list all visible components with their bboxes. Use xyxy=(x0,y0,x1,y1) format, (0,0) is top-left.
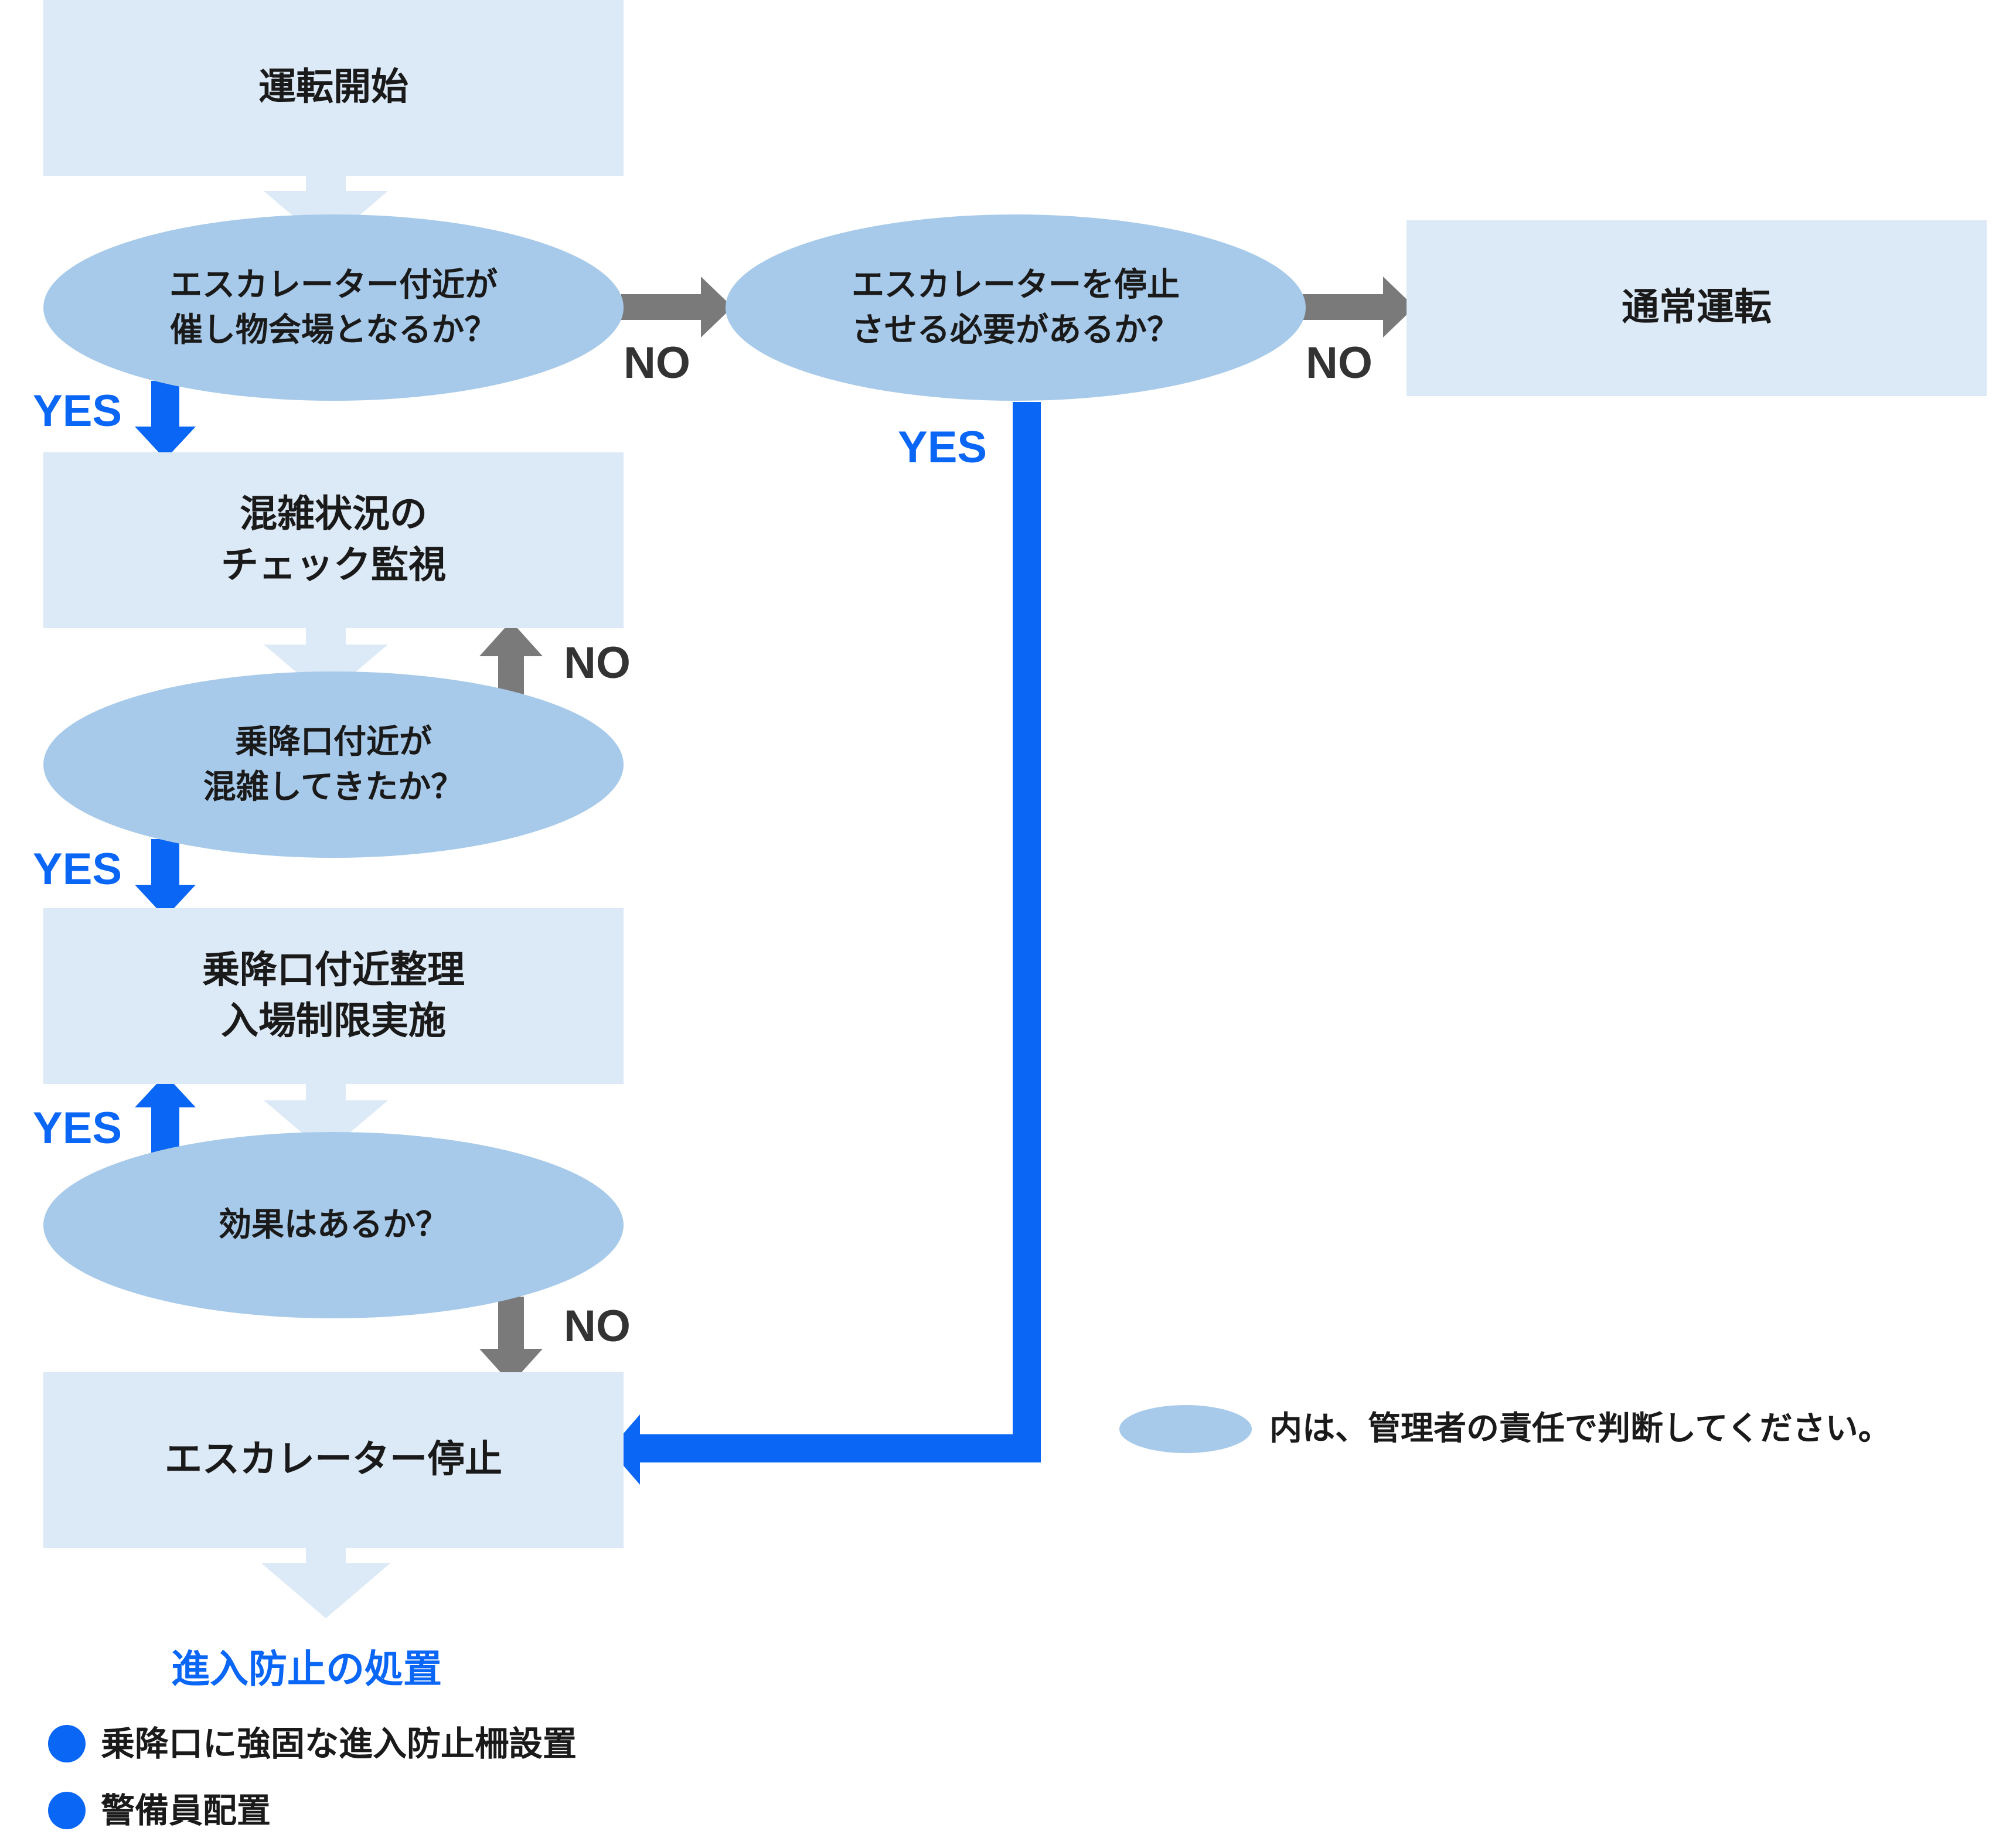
no-arrow-q2-back-to-monitor xyxy=(479,621,543,694)
yes-arrow-q-need-stop-to-stop xyxy=(609,402,1041,1485)
start-label: 運転開始 xyxy=(258,66,408,110)
no-label-event-venue: NO xyxy=(624,338,690,388)
measures-heading: 進入防止の処置 xyxy=(171,1646,442,1692)
normal-operation-label: 通常運転 xyxy=(1622,286,1772,330)
flow-arrow-monitor-to-q2 xyxy=(264,628,388,697)
stop-label: エスカレーター停止 xyxy=(165,1438,502,1482)
yes-label-event-venue: YES xyxy=(33,386,122,436)
restrict-box: 乗降口付近整理 入場制限実施 xyxy=(43,908,624,1084)
flow-arrow-stop-to-measures xyxy=(261,1548,390,1618)
yes-label-need-stop: YES xyxy=(898,422,987,472)
stop-box: エスカレーター停止 xyxy=(43,1372,624,1548)
legend: 内は、管理者の責任で判断してください。 xyxy=(1119,1405,1891,1453)
decision-effective: 効果はあるか？ xyxy=(43,1132,624,1318)
bullet-dot-icon xyxy=(48,1725,86,1762)
start-box: 運転開始 xyxy=(43,0,624,176)
decision-crowded-label: 乗降口付近が 混雑してきたか？ xyxy=(203,722,464,806)
yes-arrow-q3-back-to-restrict xyxy=(135,1075,196,1154)
monitor-label: 混雑状況の チェック監視 xyxy=(221,492,446,587)
legend-text: 内は、管理者の責任で判断してください。 xyxy=(1269,1410,1891,1448)
yes-arrow-q1-to-monitor xyxy=(135,381,196,459)
no-arrow-q3-to-stop xyxy=(479,1297,543,1384)
yes-label-crowded: YES xyxy=(33,844,122,894)
decision-event-venue: エスカレーター付近が 催し物会場となるか？ xyxy=(43,214,624,401)
measure-item-label: 警備員配置 xyxy=(101,1791,271,1830)
decision-need-stop-label: エスカレーターを停止 させる必要があるか？ xyxy=(852,265,1180,349)
yes-arrow-q2-to-restrict xyxy=(135,839,196,918)
decision-event-venue-label: エスカレーター付近が 催し物会場となるか？ xyxy=(169,265,498,349)
decision-need-stop: エスカレーターを停止 させる必要があるか？ xyxy=(726,214,1306,401)
no-label-need-stop: NO xyxy=(1306,338,1373,388)
no-arrow-q2-to-normal xyxy=(1302,277,1415,337)
restrict-label: 乗降口付近整理 入場制限実施 xyxy=(202,948,465,1043)
no-label-crowded: NO xyxy=(564,638,631,688)
no-arrow-q1-to-q2 xyxy=(621,277,733,337)
flow-arrow-start-to-q1 xyxy=(264,176,388,244)
measure-item: 乗降口に強固な進入防止柵設置 xyxy=(48,1725,577,1762)
measure-item: 警備員配置 xyxy=(48,1792,271,1829)
monitor-box: 混雑状況の チェック監視 xyxy=(43,452,624,628)
decision-crowded: 乗降口付近が 混雑してきたか？ xyxy=(43,671,624,858)
yes-label-effective: YES xyxy=(33,1103,122,1153)
legend-ellipse-swatch xyxy=(1119,1405,1252,1453)
normal-operation-box: 通常運転 xyxy=(1407,220,1987,396)
bullet-dot-icon xyxy=(48,1792,86,1829)
flow-arrow-restrict-to-q3 xyxy=(264,1084,388,1153)
no-label-effective: NO xyxy=(564,1301,631,1351)
decision-effective-label: 効果はあるか？ xyxy=(219,1206,448,1244)
measure-item-label: 乗降口に強固な進入防止柵設置 xyxy=(101,1724,577,1764)
